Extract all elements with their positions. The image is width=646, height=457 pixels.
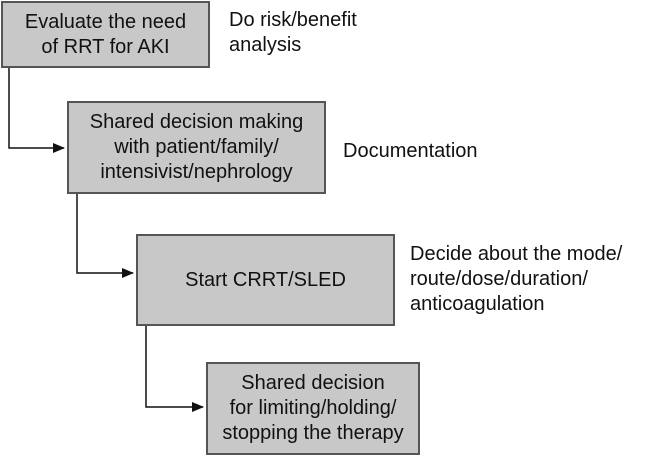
connector-arrow-2-to-3 <box>76 194 134 278</box>
step-box-label: Shared decision for limiting/holding/ st… <box>222 372 404 444</box>
step-box-shared-decision: Shared decision making with patient/fami… <box>67 101 326 194</box>
step-box-label: Shared decision making with patient/fami… <box>89 111 304 183</box>
step-note-mode-route-dose: Decide about the mode/ route/dose/durati… <box>410 243 623 315</box>
step-box-evaluate-rrt: Evaluate the need of RRT for AKI <box>1 1 210 68</box>
step-box-label: Evaluate the need of RRT for AKI <box>24 10 187 58</box>
connector-arrow-1-to-2 <box>8 68 65 153</box>
step-box-start-crrt-sled: Start CRRT/SLED <box>136 234 395 326</box>
step-note-documentation: Documentation <box>343 140 478 162</box>
connector-arrow-3-to-4 <box>145 326 204 412</box>
step-note-risk-benefit: Do risk/benefit analysis <box>229 9 357 56</box>
step-box-label: Start CRRT/SLED <box>185 268 346 291</box>
step-box-limit-therapy: Shared decision for limiting/holding/ st… <box>206 362 420 455</box>
